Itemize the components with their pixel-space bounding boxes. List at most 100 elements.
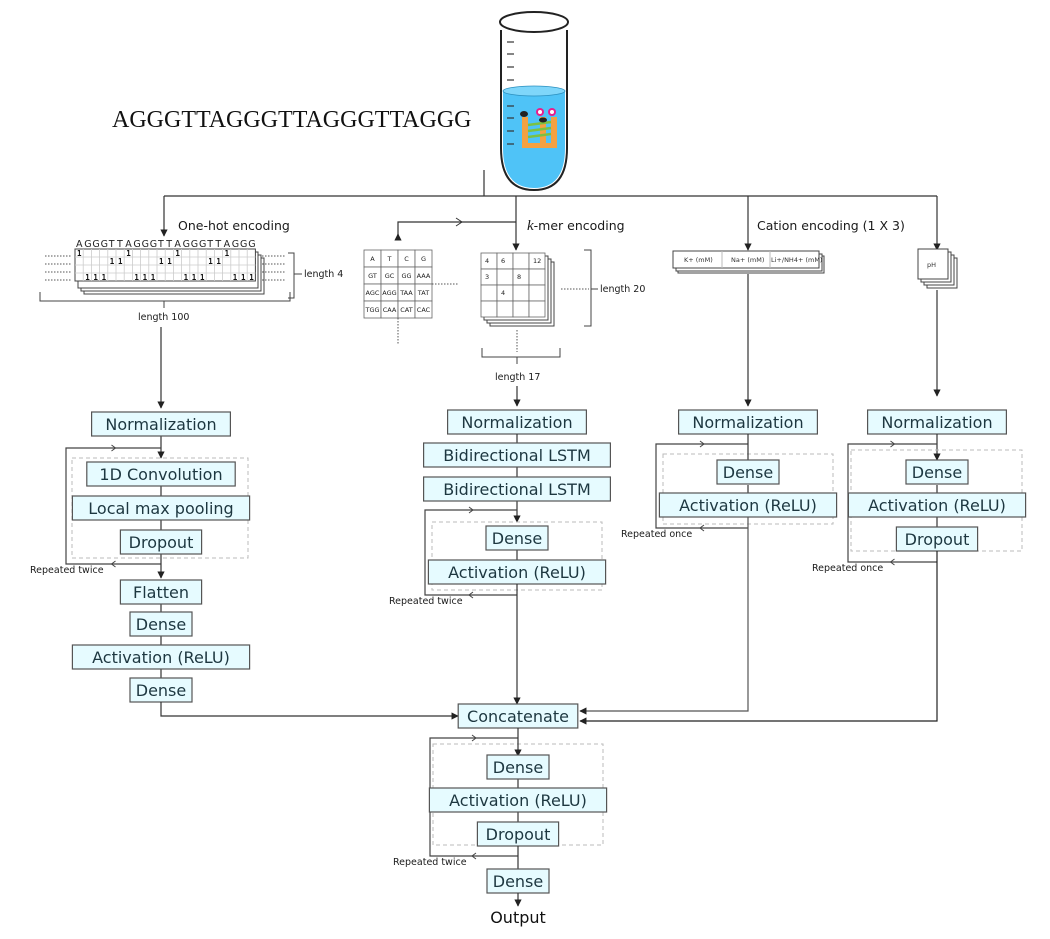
onehot-seq-letter: T	[116, 239, 123, 250]
onehot-seq-letter: G	[84, 239, 92, 250]
onehot-bit: 1	[249, 273, 254, 282]
vocab-cell: C	[404, 255, 409, 263]
onehot-seq-letter: A	[76, 239, 83, 250]
onehot-bit: 1	[200, 273, 205, 282]
onehot-seq-letter: G	[92, 239, 100, 250]
loop-chevron-icon	[889, 558, 895, 566]
cation-encoding-label: Cation encoding (1 X 3)	[757, 218, 905, 233]
onehot-encoding-label: One-hot encoding	[178, 218, 290, 233]
concatenate-layer-label: Concatenate	[467, 707, 569, 726]
onehot-seq-letter: T	[165, 239, 172, 250]
onehot-seq-letter: T	[108, 239, 115, 250]
onehot-normalization[interactable]: Normalization	[90, 411, 232, 437]
kmer-dense-layer[interactable]: Dense	[485, 525, 549, 551]
merge-activation-layer-label: Activation (ReLU)	[449, 791, 587, 810]
merge-dropout-layer[interactable]: Dropout	[476, 821, 560, 847]
onehot-bit: 1	[216, 257, 221, 266]
kmer-normalization[interactable]: Normalization	[447, 409, 588, 435]
onehot-seq-letter: G	[133, 239, 141, 250]
onehot-seq-letter: G	[232, 239, 240, 250]
vocab-cell: GT	[368, 272, 377, 280]
length-4-label: length 4	[304, 269, 343, 280]
onehot-dense-1-label: Dense	[136, 615, 186, 634]
kmer-activation-layer-label: Activation (ReLU)	[448, 563, 586, 582]
onehot-dense-1[interactable]: Dense	[129, 611, 193, 637]
vocab-cell: TAT	[417, 289, 429, 297]
repeat-label: Repeated twice	[393, 857, 467, 868]
conv1d-layer[interactable]: 1D Convolution	[86, 461, 236, 487]
onehot-seq-letter: G	[240, 239, 248, 250]
cation-dense-layer-label: Dense	[723, 463, 773, 482]
ph-activation-layer[interactable]: Activation (ReLU)	[847, 492, 1027, 518]
cation-dense-layer[interactable]: Dense	[716, 459, 780, 485]
onehot-seq-letter: T	[206, 239, 213, 250]
output-dense-layer[interactable]: Dense	[486, 868, 550, 894]
onehot-activation-label: Activation (ReLU)	[92, 648, 230, 667]
ph-dense-layer-label: Dense	[912, 463, 962, 482]
g-quadruplex-icon	[520, 108, 557, 148]
onehot-seq-letter: A	[174, 239, 181, 250]
onehot-seq-letter: A	[125, 239, 132, 250]
onehot-bit: 1	[102, 273, 107, 282]
count-cell: 12	[533, 257, 541, 265]
merge-activation-layer[interactable]: Activation (ReLU)	[428, 787, 608, 813]
flatten-layer[interactable]: Flatten	[119, 579, 203, 605]
onehot-bit: 1	[143, 273, 148, 282]
count-cell: 4	[485, 257, 489, 265]
onehot-dense-2[interactable]: Dense	[129, 677, 193, 703]
ph-label: pH	[927, 261, 936, 269]
merge-dropout-layer-label: Dropout	[486, 825, 551, 844]
ph-normalization[interactable]: Normalization	[866, 409, 1007, 435]
onehot-bit: 1	[192, 273, 197, 282]
onehot-seq-letter: G	[101, 239, 109, 250]
merge-dense-layer[interactable]: Dense	[486, 754, 550, 780]
kmer-encoding-label: k-mer encoding	[527, 218, 625, 234]
length-17-label: length 17	[495, 372, 540, 383]
onehot-bit: 1	[126, 249, 131, 258]
cation-vector: K+ (mM) Na+ (mM) Li+/NH4+ (mM)	[672, 250, 825, 274]
maxpool-layer[interactable]: Local max pooling	[71, 495, 251, 521]
vocab-cell: CAT	[400, 306, 412, 314]
output-dense-layer-label: Dense	[493, 872, 543, 891]
vocab-cell: T	[387, 255, 392, 263]
ph-activation-layer-label: Activation (ReLU)	[868, 496, 1006, 515]
count-cell: 6	[501, 257, 505, 265]
maxpool-layer-label: Local max pooling	[88, 499, 233, 518]
cation-normalization-label: Normalization	[692, 413, 803, 432]
cation-normalization[interactable]: Normalization	[677, 409, 818, 435]
count-cell: 3	[485, 273, 489, 281]
kmer-activation-layer[interactable]: Activation (ReLU)	[427, 559, 607, 585]
onehot-bit: 1	[184, 273, 189, 282]
bilstm-layer-1[interactable]: Bidirectional LSTM	[423, 442, 612, 468]
onehot-bit: 1	[110, 257, 115, 266]
count-cell: 4	[501, 289, 505, 297]
onehot-bit: 1	[159, 257, 164, 266]
onehot-bit: 1	[233, 273, 238, 282]
ph-dense-layer[interactable]: Dense	[905, 459, 969, 485]
ph-normalization-label: Normalization	[881, 413, 992, 432]
concatenate-layer[interactable]: Concatenate	[457, 703, 579, 729]
onehot-seq-letter: G	[150, 239, 158, 250]
onehot-seq-letter: G	[199, 239, 207, 250]
length-100-label: length 100	[138, 312, 189, 323]
loop-chevron-icon	[111, 444, 117, 452]
test-tube-icon	[499, 11, 569, 192]
repeat-label: Repeated twice	[30, 565, 104, 576]
onehot-seq-letter: G	[142, 239, 150, 250]
vocab-cell: CAA	[383, 306, 397, 314]
loop-chevron-icon	[890, 440, 896, 448]
ph-dropout-layer[interactable]: Dropout	[895, 526, 979, 552]
onehot-dropout-layer[interactable]: Dropout	[119, 529, 203, 555]
bilstm-layer-1-label: Bidirectional LSTM	[443, 446, 591, 465]
repeat-label: Repeated twice	[389, 596, 463, 607]
cation-activation-layer[interactable]: Activation (ReLU)	[658, 492, 838, 518]
onehot-activation[interactable]: Activation (ReLU)	[71, 644, 251, 670]
onehot-bit: 1	[241, 273, 246, 282]
loop-chevron-icon	[699, 440, 705, 448]
bilstm-layer-2[interactable]: Bidirectional LSTM	[423, 476, 612, 502]
repeat-label: Repeated once	[621, 529, 692, 540]
onehot-bit: 1	[77, 249, 82, 258]
